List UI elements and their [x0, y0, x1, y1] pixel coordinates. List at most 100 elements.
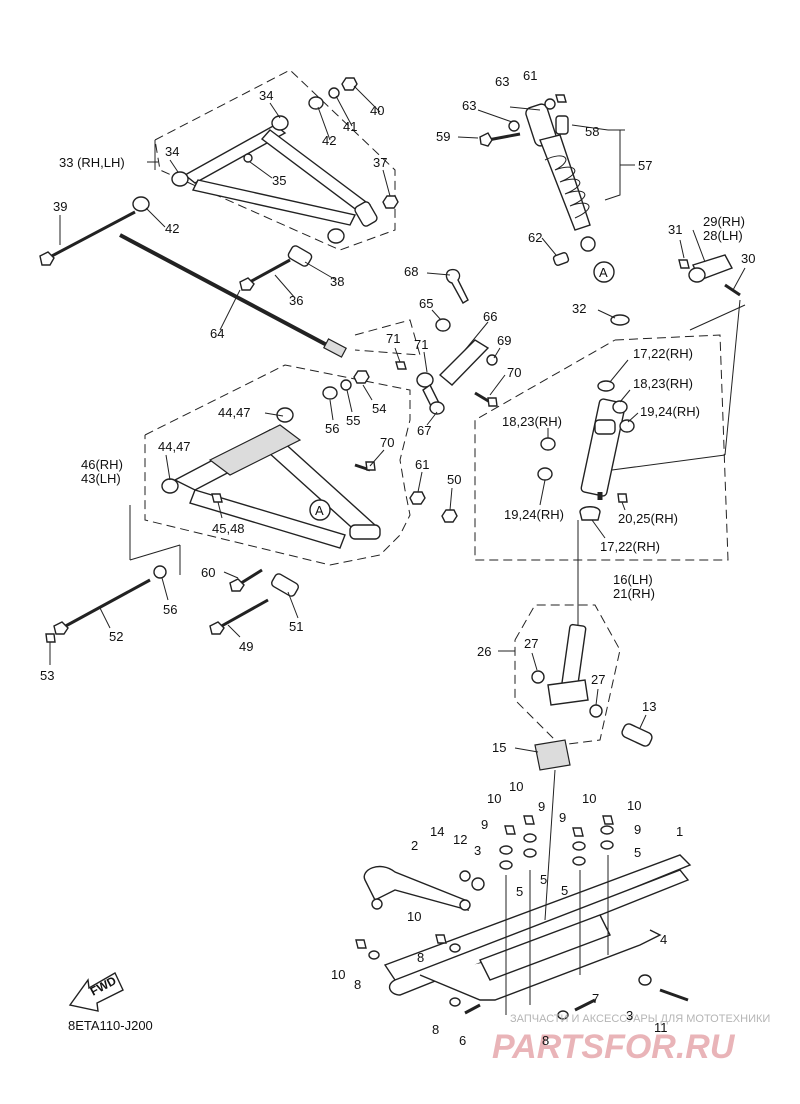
callout-34a: 34 — [259, 88, 273, 103]
callout-9c: 9 — [559, 810, 566, 825]
callout-9b: 9 — [538, 799, 545, 814]
watermark-brand: PARTSFOR.RU — [492, 1028, 736, 1066]
callout-35: 35 — [272, 173, 286, 188]
callout-21-rh: 21(RH) — [613, 586, 655, 601]
callout-18-23a: 18,23(RH) — [633, 376, 693, 391]
callout-59: 59 — [436, 129, 450, 144]
callout-45-48: 45,48 — [212, 521, 245, 536]
callout-41: 41 — [343, 119, 357, 134]
callout-42a: 42 — [322, 133, 336, 148]
callout-10b: 10 — [509, 779, 523, 794]
callout-70a: 70 — [507, 365, 521, 380]
callout-7: 7 — [592, 991, 599, 1006]
callout-61b: 61 — [415, 457, 429, 472]
ski-group — [355, 769, 692, 1020]
callout-29-rh: 29(RH) — [703, 214, 745, 229]
callout-a-arm: A — [315, 503, 324, 518]
callout-62: 62 — [528, 230, 542, 245]
spindle-group — [474, 254, 746, 561]
callout-10f: 10 — [331, 967, 345, 982]
callout-46-rh: 46(RH) — [81, 457, 123, 472]
callout-66: 66 — [483, 309, 497, 324]
callout-60: 60 — [201, 565, 215, 580]
callout-1: 1 — [676, 824, 683, 839]
callout-16-lh: 16(LH) — [613, 572, 653, 587]
callout-8d: 8 — [542, 1033, 549, 1048]
callout-12: 12 — [453, 832, 467, 847]
callout-56b: 56 — [163, 602, 177, 617]
callout-49: 49 — [239, 639, 253, 654]
callout-51: 51 — [289, 619, 303, 634]
callout-64: 64 — [210, 326, 224, 341]
upper-a-arm-group — [39, 69, 399, 358]
steering-arm-group — [514, 520, 653, 771]
callout-34b: 34 — [165, 144, 179, 159]
callout-3a: 3 — [474, 843, 481, 858]
callout-10c: 10 — [582, 791, 596, 806]
callout-5d: 5 — [634, 845, 641, 860]
watermark-tagline: ЗАПЧАСТИ И АКСЕССУАРЫ ДЛЯ МОТОТЕХНИКИ — [510, 1013, 770, 1025]
callout-50: 50 — [447, 472, 461, 487]
callout-5b: 5 — [540, 872, 547, 887]
callout-3b: 3 — [626, 1008, 633, 1023]
callout-40: 40 — [370, 103, 384, 118]
callout-44-47b: 44,47 — [158, 439, 191, 454]
callout-31: 31 — [668, 222, 682, 237]
callout-55: 55 — [346, 413, 360, 428]
callout-8b: 8 — [417, 950, 424, 965]
callout-10d: 10 — [627, 798, 641, 813]
callout-8c: 8 — [432, 1022, 439, 1037]
lower-a-arm-group — [45, 319, 458, 643]
callout-28-lh: 28(LH) — [703, 228, 743, 243]
callout-19-24b: 19,24(RH) — [504, 507, 564, 522]
callout-70b: 70 — [380, 435, 394, 450]
callout-42b: 42 — [165, 221, 179, 236]
callout-63b: 63 — [462, 98, 476, 113]
callout-33: 33 (RH,LH) — [59, 155, 125, 170]
callout-10a: 10 — [487, 791, 501, 806]
callout-61a: 61 — [523, 68, 537, 83]
callout-5c: 5 — [561, 883, 568, 898]
callout-9d: 9 — [634, 822, 641, 837]
callout-54: 54 — [372, 401, 386, 416]
forward-arrow-icon: FWD — [68, 972, 124, 1012]
callout-26: 26 — [477, 644, 491, 659]
callout-56a: 56 — [325, 421, 339, 436]
shock-absorber-group — [479, 94, 615, 283]
callout-32: 32 — [572, 301, 586, 316]
callout-38: 38 — [330, 274, 344, 289]
callout-8a: 8 — [354, 977, 361, 992]
callout-10e: 10 — [407, 909, 421, 924]
callout-44-47a: 44,47 — [218, 405, 251, 420]
callout-13: 13 — [642, 699, 656, 714]
callout-71a: 71 — [386, 331, 400, 346]
callout-57: 57 — [638, 158, 652, 173]
callout-14: 14 — [430, 824, 444, 839]
callout-27b: 27 — [591, 672, 605, 687]
callout-5a: 5 — [516, 884, 523, 899]
callout-17-22a: 17,22(RH) — [633, 346, 693, 361]
callout-18-23b: 18,23(RH) — [502, 414, 562, 429]
callout-a-shock: A — [599, 265, 608, 280]
callout-69: 69 — [497, 333, 511, 348]
callout-30: 30 — [741, 251, 755, 266]
callout-52: 52 — [109, 629, 123, 644]
callout-labels: 1 2 3 3 4 5 5 5 5 6 7 8 8 8 8 9 9 9 9 10… — [40, 68, 755, 1048]
callout-20-25: 20,25(RH) — [618, 511, 678, 526]
callout-43-lh: 43(LH) — [81, 471, 121, 486]
callout-27a: 27 — [524, 636, 538, 651]
diagram-code: 8ETA110-J200 — [68, 1018, 153, 1033]
callout-11: 11 — [654, 1020, 668, 1035]
callout-65: 65 — [419, 296, 433, 311]
callout-37: 37 — [373, 155, 387, 170]
callout-39: 39 — [53, 199, 67, 214]
callout-71b: 71 — [414, 337, 428, 352]
callout-58: 58 — [585, 124, 599, 139]
stabilizer-link-group — [354, 268, 498, 472]
callout-19-24a: 19,24(RH) — [640, 404, 700, 419]
callout-67: 67 — [417, 423, 431, 438]
callout-63a: 63 — [495, 74, 509, 89]
callout-17-22b: 17,22(RH) — [600, 539, 660, 554]
callout-2: 2 — [411, 838, 418, 853]
